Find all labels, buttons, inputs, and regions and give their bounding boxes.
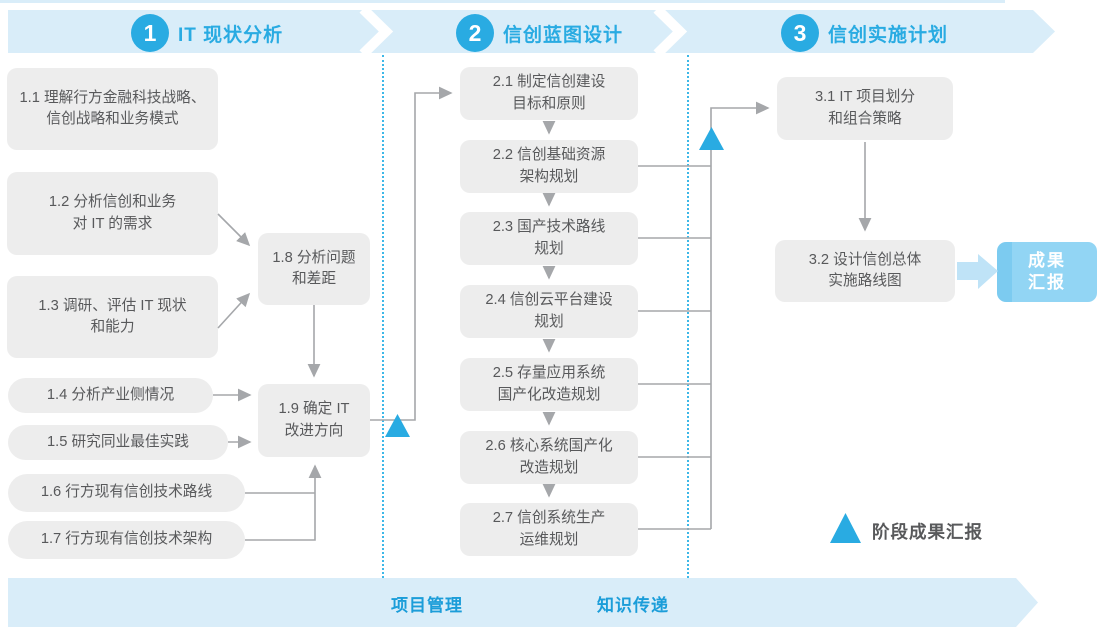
milestone-triangle-icon — [385, 414, 410, 437]
box-1-3: 1.3 调研、评估 IT 现状 和能力 — [7, 276, 218, 358]
phase-2-header: 2 信创蓝图设计 — [456, 14, 623, 52]
box-text: 1.2 分析信创和业务 — [48, 194, 177, 211]
box-text: 规划 — [534, 240, 564, 257]
box-text: 3.1 IT 项目划分 — [814, 89, 916, 106]
box-text: 2.3 国产技术路线 — [492, 219, 606, 236]
box-text: 规划 — [534, 313, 564, 330]
footer-band — [8, 578, 1038, 627]
box-text: 和差距 — [291, 271, 337, 287]
box-text: 2.6 核心系统国产化 — [485, 438, 613, 455]
phase-header-band — [8, 10, 1055, 53]
phase-1-header: 1 IT 现状分析 — [131, 14, 283, 52]
box-text: 对 IT 的需求 — [72, 215, 153, 232]
box-text: 1.6 行方现有信创技术路线 — [40, 484, 213, 501]
box-1-8: 1.8 分析问题 和差距 — [258, 233, 370, 305]
result-report-text: 成果 — [1028, 250, 1066, 270]
box-text: 目标和原则 — [512, 95, 586, 112]
box-text: 和组合策略 — [828, 110, 902, 127]
footer-label-knowledge-transfer: 知识传递 — [597, 596, 669, 615]
box-text: 国产化改造规划 — [497, 386, 601, 403]
box-text: 和能力 — [90, 319, 135, 335]
box-text: 改进方向 — [284, 422, 344, 439]
phase-3-number-badge: 3 — [781, 14, 819, 52]
box-3-2: 3.2 设计信创总体 实施路线图 — [775, 240, 955, 302]
phase2-collector-lines — [638, 101, 872, 530]
phase-1-number-badge: 1 — [131, 14, 169, 52]
box-2-3: 2.3 国产技术路线 规划 — [460, 212, 638, 265]
box-text: 信创战略和业务模式 — [46, 111, 179, 127]
box-1-1: 1.1 理解行方金融科技战略、 信创战略和业务模式 — [7, 68, 218, 150]
phase-3-title: 信创实施计划 — [828, 24, 949, 46]
box-text: 1.8 分析问题 — [272, 249, 356, 266]
box-1-6: 1.6 行方现有信创技术路线 — [8, 474, 245, 512]
fat-result-arrow-icon — [957, 254, 998, 289]
phase-separator-dotted-line-2 — [687, 55, 689, 578]
box-1-4: 1.4 分析产业侧情况 — [8, 378, 213, 413]
phase-2-number-badge: 2 — [456, 14, 494, 52]
result-report-text: 汇报 — [1028, 273, 1066, 292]
box-text: 1.5 研究同业最佳实践 — [47, 433, 189, 450]
legend-label: 阶段成果汇报 — [872, 522, 983, 542]
box-1-7: 1.7 行方现有信创技术架构 — [8, 521, 245, 559]
footer-label-project-management: 项目管理 — [391, 596, 463, 615]
box-text: 1.3 调研、评估 IT 现状 — [38, 297, 187, 314]
phase-3-header: 3 信创实施计划 — [781, 14, 948, 52]
box-1-5: 1.5 研究同业最佳实践 — [8, 425, 228, 460]
box-text: 1.9 确定 IT — [278, 401, 350, 418]
phase-1-title: IT 现状分析 — [178, 24, 284, 46]
phase1-connectors — [213, 86, 453, 541]
box-text: 2.2 信创基础资源 — [492, 147, 606, 164]
box-text: 1.7 行方现有信创技术架构 — [40, 531, 213, 548]
box-1-2: 1.2 分析信创和业务 对 IT 的需求 — [7, 172, 218, 255]
box-text: 1.4 分析产业侧情况 — [46, 386, 175, 403]
result-report-box: 成果 汇报 — [997, 242, 1097, 302]
box-2-6: 2.6 核心系统国产化 改造规划 — [460, 431, 638, 484]
phase-2-title: 信创蓝图设计 — [503, 24, 624, 46]
box-text: 3.2 设计信创总体 — [808, 251, 922, 268]
box-3-1: 3.1 IT 项目划分 和组合策略 — [777, 77, 953, 140]
box-text: 2.4 信创云平台建设 — [485, 292, 613, 309]
box-2-7: 2.7 信创系统生产 运维规划 — [460, 503, 638, 556]
box-text: 2.5 存量应用系统 — [492, 365, 606, 382]
box-text: 架构规划 — [519, 168, 579, 185]
box-text: 改造规划 — [519, 459, 579, 476]
box-2-1: 2.1 制定信创建设 目标和原则 — [460, 67, 638, 120]
milestone-triangle-icon — [699, 127, 724, 150]
box-text: 2.1 制定信创建设 — [492, 74, 606, 91]
phase-separator-dotted-line-1 — [382, 55, 384, 578]
box-text: 实施路线图 — [828, 273, 902, 289]
box-1-9: 1.9 确定 IT 改进方向 — [258, 384, 370, 457]
box-2-5: 2.5 存量应用系统 国产化改造规划 — [460, 358, 638, 411]
legend-milestone-triangle-icon — [830, 513, 861, 543]
box-text: 运维规划 — [519, 531, 579, 548]
box-text: 2.7 信创系统生产 — [492, 510, 606, 527]
box-text: 1.1 理解行方金融科技战略、 — [19, 89, 206, 106]
top-edge-strip — [0, 0, 1005, 3]
box-2-2: 2.2 信创基础资源 架构规划 — [460, 140, 638, 193]
box-2-4: 2.4 信创云平台建设 规划 — [460, 285, 638, 338]
